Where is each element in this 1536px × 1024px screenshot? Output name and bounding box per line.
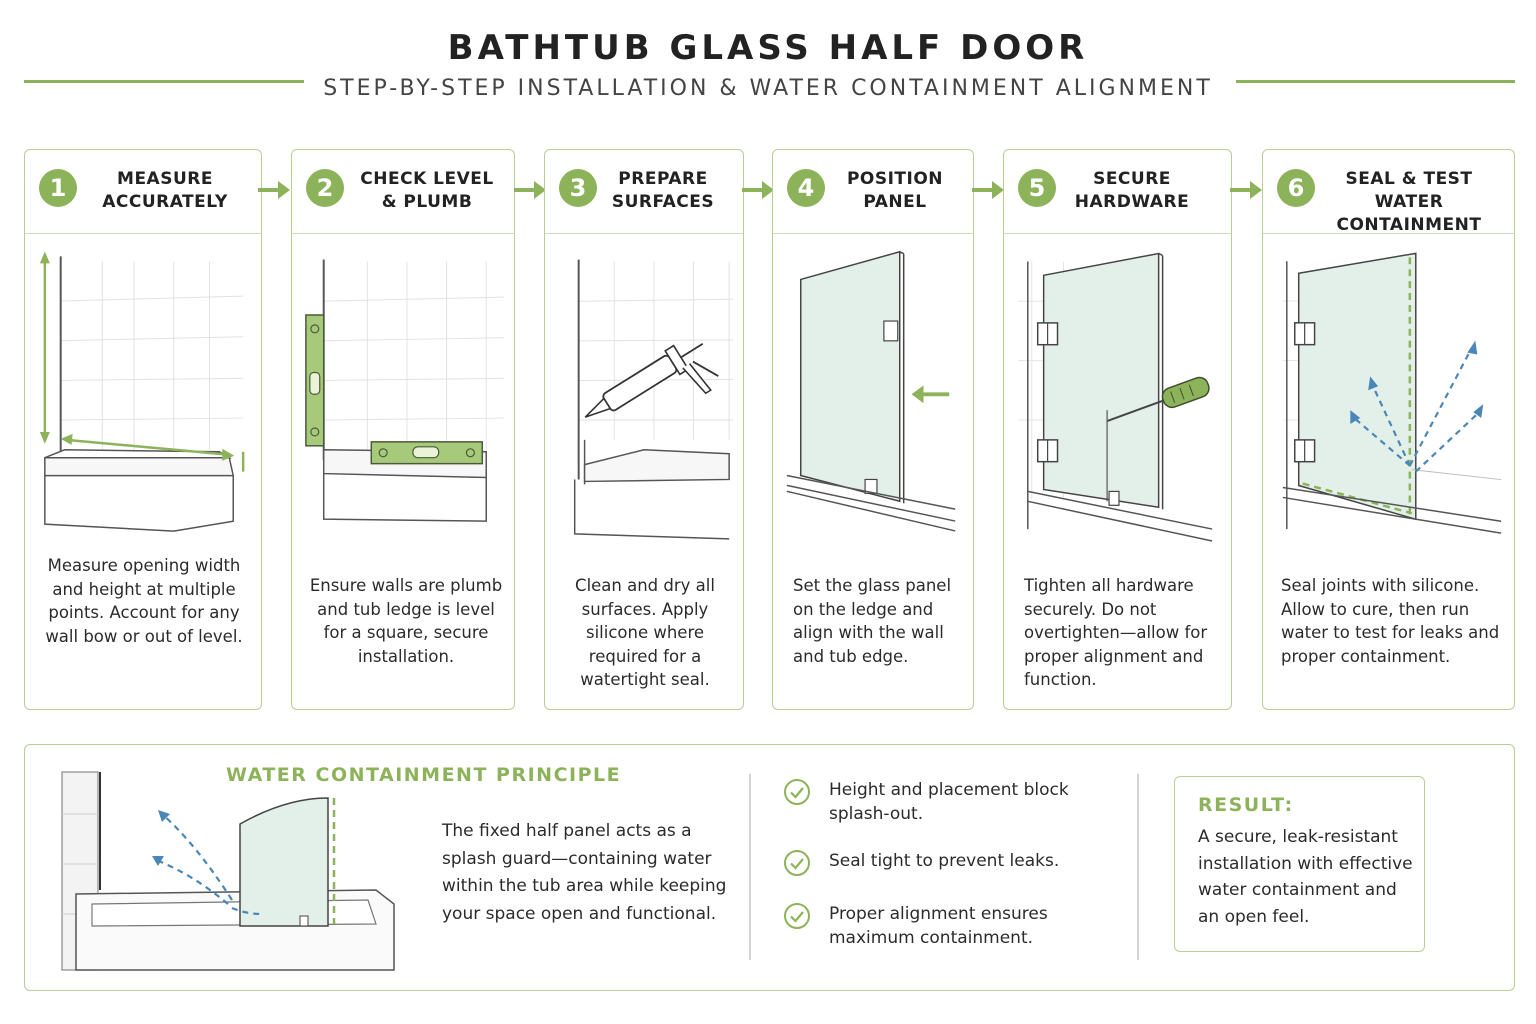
step-number-badge: 1 [39,169,77,207]
containment-illustration [61,771,395,971]
right-arrow-icon [972,181,1004,199]
step-header: 1 MEASURE ACCURATELY [25,150,261,234]
step-title-line: PREPARE [618,169,708,189]
step-title: POSITION PANEL [835,168,955,214]
level-plumb-illustration [305,259,505,522]
step-number-badge: 2 [306,169,344,207]
step-title-line: WATER CONTAINMENT [1336,192,1482,235]
result-title: RESULT: [1198,794,1294,816]
water-splash-icon [155,813,263,916]
measure-illustration [39,251,245,532]
step-title-line: SEAL & TEST [1345,169,1473,189]
divider [1137,774,1139,960]
check-circle-icon [784,903,810,929]
hinge-icon [1294,322,1316,463]
step-title-line: CHECK LEVEL [360,169,494,189]
step-header: 2 CHECK LEVEL & PLUMB [292,150,514,234]
title-rule-right [1236,80,1515,83]
step-description: Set the glass panel on the ledge and ali… [793,576,952,666]
step-description: Ensure walls are plumb and tub ledge is … [309,576,503,666]
step-card-5: 5 SECURE HARDWARE [1003,149,1232,710]
step-header: 5 SECURE HARDWARE [1004,150,1231,234]
divider [749,774,751,960]
result-text: A secure, leak-resistant installation wi… [1198,827,1413,927]
step-card-2: 2 CHECK LEVEL & PLUMB Ensure walls are p… [291,149,515,710]
check-label: Height and placement block splash-out. [829,780,1069,824]
step-title: PREPARE SURFACES [603,168,723,214]
check-label: Seal tight to prevent leaks. [829,851,1060,871]
hinge-icon [1036,322,1059,463]
step-title-line: PANEL [863,192,927,212]
screwdriver-icon [1107,376,1210,422]
step-title-line: SURFACES [611,192,715,212]
step-title: CHECK LEVEL & PLUMB [352,168,502,214]
step-title-line: & PLUMB [381,192,473,212]
right-arrow-icon [742,181,774,199]
right-arrow-icon [1230,181,1262,199]
step-number-badge: 3 [559,169,597,207]
principle-text: The fixed half panel acts as a splash gu… [442,821,727,924]
right-arrow-icon [258,181,290,199]
check-label: Proper alignment ensures maximum contain… [829,904,1048,948]
page-subtitle: STEP-BY-STEP INSTALLATION & WATER CONTAI… [323,76,1213,101]
step-card-3: 3 PREPARE SURFACES Clean and dry all sur… [544,149,744,710]
step-title-line: ACCURATELY [102,192,228,212]
seal-test-illustration [1282,252,1502,534]
caulk-gun-icon [584,342,719,418]
step-title-line: SECURE [1093,169,1171,189]
step-header: 3 PREPARE SURFACES [545,150,743,234]
step-title: SEAL & TEST WATER CONTAINMENT [1319,168,1499,237]
title-rule-left [24,80,304,83]
step-description: Seal joints with silicone. Allow to cure… [1281,576,1500,666]
result-box [1174,776,1425,952]
position-panel-illustration [786,250,956,532]
step-number-badge: 4 [787,169,825,207]
water-containment-panel [24,744,1515,991]
step-number-badge: 6 [1277,169,1315,207]
principle-title: WATER CONTAINMENT PRINCIPLE [226,764,622,786]
step-card-4: 4 POSITION PANEL Set the glass panel on … [772,149,974,710]
step-title: SECURE HARDWARE [1064,168,1200,214]
step-description: Clean and dry all surfaces. Apply silico… [575,576,715,689]
step-header: 6 SEAL & TEST WATER CONTAINMENT [1263,150,1514,237]
water-splash-icon [1353,348,1481,473]
right-arrow-icon [514,181,546,199]
step-header: 4 POSITION PANEL [773,150,973,234]
level-tool-icon [305,314,484,465]
step-number-badge: 5 [1018,169,1056,207]
step-title-line: MEASURE [117,169,213,189]
step-title-line: POSITION [846,169,944,189]
step-card-6: 6 SEAL & TEST WATER CONTAINMENT [1262,149,1515,710]
check-circle-icon [784,779,810,805]
left-arrow-icon [911,385,950,404]
step-description: Measure opening width and height at mult… [45,556,243,646]
check-circle-icon [784,850,810,876]
step-description: Tighten all hardware securely. Do not ov… [1024,576,1208,689]
step-card-1: 1 MEASURE ACCURATELY Measure opening wid… [24,149,262,710]
secure-hardware-illustration [1017,252,1213,542]
prepare-illustration [573,259,734,540]
step-title: MEASURE ACCURATELY [85,168,245,214]
page-title: BATHTUB GLASS HALF DOOR [447,28,1089,68]
step-title-line: HARDWARE [1074,192,1190,212]
